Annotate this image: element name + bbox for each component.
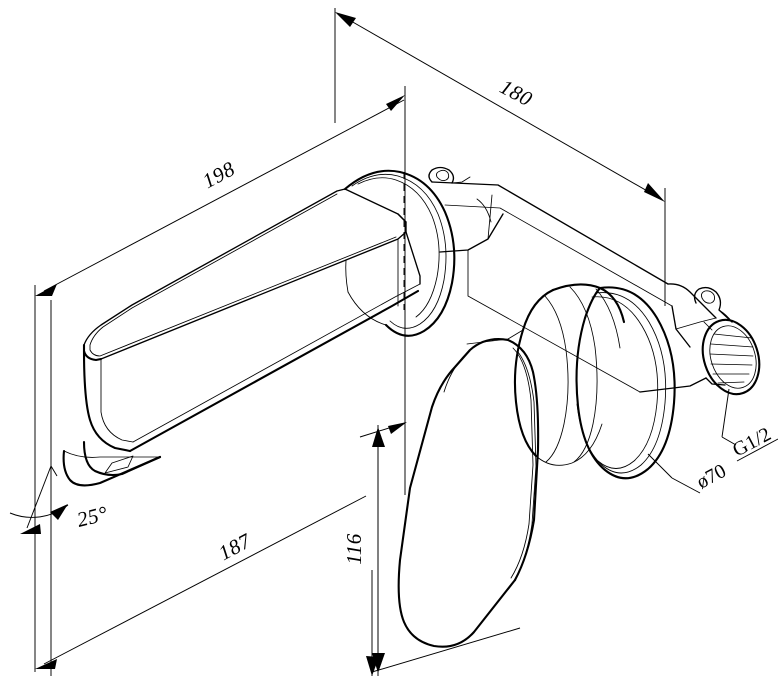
inlet-top-edge: [667, 283, 717, 319]
label-180: 180: [496, 74, 536, 111]
lever-handle-inner1: [510, 347, 534, 579]
arrowhead-25-left: [20, 524, 41, 534]
inlet-shoulder: [675, 317, 717, 330]
label-116: 116: [342, 533, 366, 564]
dimension-lines: [9, 8, 666, 676]
aerator-bottom: [62, 449, 162, 487]
valve-cyl-rib2: [569, 286, 598, 463]
aerator-outline: [82, 440, 162, 477]
leader-g12: [721, 388, 730, 438]
dimension-labels: 198 180 187 116 25°: [74, 74, 536, 565]
inlet-lug-hole: [701, 290, 715, 304]
lever-handle-inner2: [514, 351, 537, 580]
valve-body-cylinder: [466, 283, 626, 466]
angle-leg-25: [26, 465, 52, 529]
lever-handle-crease: [443, 349, 471, 393]
label-187: 187: [215, 528, 256, 565]
valve-cyl-top: [551, 283, 626, 324]
aerator-crease: [63, 450, 161, 458]
arrowhead-187-left: [35, 659, 57, 669]
spout-left-outline: [82, 349, 132, 453]
valve-body-upper-tube: [428, 166, 673, 393]
valve-cyl-flat-top: [466, 329, 524, 345]
body-tube-vert-crease: [487, 194, 493, 240]
body-tube-fillet: [476, 198, 492, 223]
body-tube-shoulder: [439, 213, 504, 253]
leader-angle25: [50, 465, 58, 477]
lever-handle: [397, 338, 540, 648]
callout-labels: ø70 G1/2: [693, 423, 778, 493]
aerator-outlet-face: [104, 455, 134, 474]
spout-escutcheon-ring1: [351, 173, 447, 329]
arrowhead-198-right: [386, 95, 405, 111]
spout-nose-edge: [82, 343, 103, 362]
arrowhead-25-right: [50, 504, 68, 520]
valve-cyl-rib1: [544, 295, 569, 463]
body-tube-mid-edge: [444, 204, 673, 307]
spout-escutcheon: [343, 169, 456, 337]
inlet-base-edge: [705, 377, 726, 386]
spout-end-right: [405, 231, 421, 285]
spout-bottom-front-edge: [128, 289, 420, 453]
dimension-line-187: [43, 495, 367, 665]
inlet-thread-lines: [709, 333, 754, 384]
arrowhead-116-bottom: [372, 653, 385, 673]
valve-cyl-bottom: [535, 423, 603, 466]
body-tube-lower-crease: [467, 249, 641, 393]
inlet-lower-edge: [639, 377, 707, 393]
spout-tip-chamfer: [397, 213, 407, 223]
spout-top-crease: [89, 193, 397, 357]
inlet-lug: [693, 286, 733, 323]
label-198: 198: [199, 156, 239, 193]
spout-escutcheon-lower2: [345, 259, 349, 293]
spout-escutcheon-ring2: [357, 177, 440, 318]
dimension-line-198: [43, 99, 405, 292]
valve-cyl-left: [513, 288, 555, 458]
inlet-neck-edge: [671, 305, 691, 348]
body-tube-lug: [428, 166, 455, 184]
spout-assembly: [62, 188, 421, 487]
body-tube-top-edge: [431, 181, 669, 285]
body-tube-lug-hole: [436, 169, 450, 181]
lever-handle-outline: [397, 338, 517, 648]
dimension-line-187-right-seg: [371, 627, 521, 673]
spout-inner-bottom-edge: [132, 283, 421, 443]
leader-diameter70-b: [671, 477, 701, 494]
callout-leaders: [50, 388, 737, 494]
arrowhead-180-left: [335, 12, 356, 27]
inlet-connector: [639, 283, 761, 396]
arrowhead-116-top: [372, 427, 385, 447]
arrowhead-180-right: [644, 183, 665, 202]
label-diameter-70: ø70: [693, 460, 730, 494]
valve-escutcheon-ring1: [576, 292, 667, 474]
label-g12-thread: G1/2: [729, 423, 775, 461]
valve-escutcheon-ring2: [591, 296, 659, 469]
arrowhead-198-left: [35, 284, 57, 296]
spout-escutcheon-lower: [347, 291, 387, 326]
valve-escutcheon: [575, 286, 676, 480]
dimension-line-180: [343, 16, 657, 197]
spout-escutcheon-outer: [343, 169, 456, 337]
label-25-degrees: 25°: [74, 501, 110, 532]
valve-cyl-rib3: [595, 288, 621, 349]
valve-escutcheon-outer: [575, 286, 676, 480]
spout-left-inner: [100, 358, 134, 443]
lever-handle-right: [506, 338, 540, 582]
body-tube-lug-edge: [451, 176, 471, 184]
inlet-thread-outer: [701, 318, 761, 396]
inlet-face-edge: [703, 321, 713, 331]
leader-diameter70: [647, 453, 673, 479]
arrowhead-116-leader: [388, 422, 407, 434]
label-g12-underline: [736, 438, 778, 462]
spout-top-face: [83, 188, 407, 361]
leader-g12-b: [721, 436, 737, 446]
